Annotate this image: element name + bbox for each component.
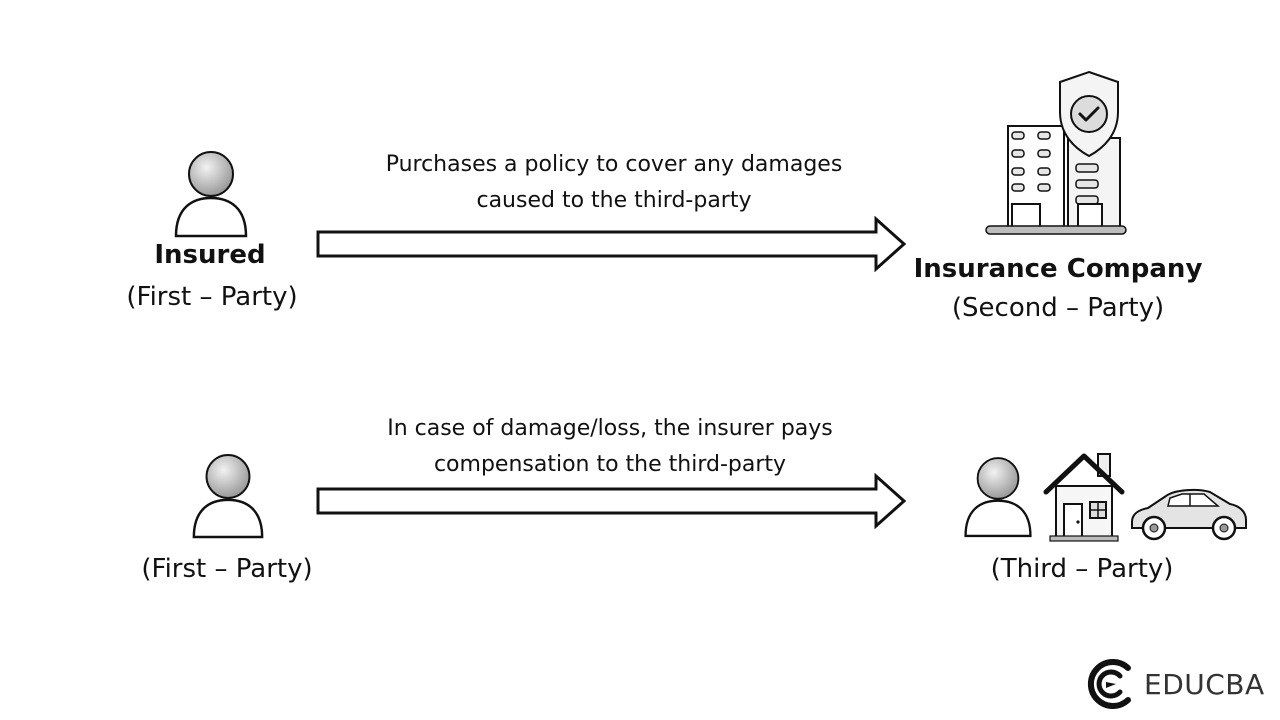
- first-party-subtitle: (First – Party): [141, 554, 313, 584]
- purchase-arrow: [316, 216, 908, 272]
- educba-logo-icon: [1082, 656, 1138, 712]
- compensation-caption: In case of damage/loss, the insurer pays…: [330, 411, 890, 483]
- car-icon: [1126, 486, 1250, 542]
- insurance-company-subtitle: (Second – Party): [951, 293, 1165, 323]
- insurance-company-title: Insurance Company: [913, 254, 1203, 284]
- educba-logo-text: EDUCBA: [1144, 667, 1265, 701]
- insured-person-icon: [170, 148, 252, 240]
- compensation-caption-line-1: In case of damage/loss, the insurer pays: [387, 416, 833, 441]
- insured-title: Insured: [154, 240, 266, 270]
- purchase-caption: Purchases a policy to cover any damages …: [334, 147, 894, 219]
- purchase-caption-line-2: caused to the third-party: [476, 188, 752, 213]
- third-party-person-icon: [960, 452, 1036, 542]
- compensation-caption-line-2: compensation to the third-party: [433, 452, 787, 477]
- insurance-building-icon: [982, 68, 1132, 240]
- third-party-subtitle: (Third – Party): [990, 554, 1174, 584]
- compensation-arrow: [316, 473, 908, 529]
- educba-logo: EDUCBA: [1082, 656, 1265, 712]
- purchase-caption-line-1: Purchases a policy to cover any damages: [385, 152, 843, 177]
- house-icon: [1042, 448, 1126, 542]
- insured-subtitle: (First – Party): [126, 282, 298, 312]
- first-party-person-icon: [188, 450, 268, 542]
